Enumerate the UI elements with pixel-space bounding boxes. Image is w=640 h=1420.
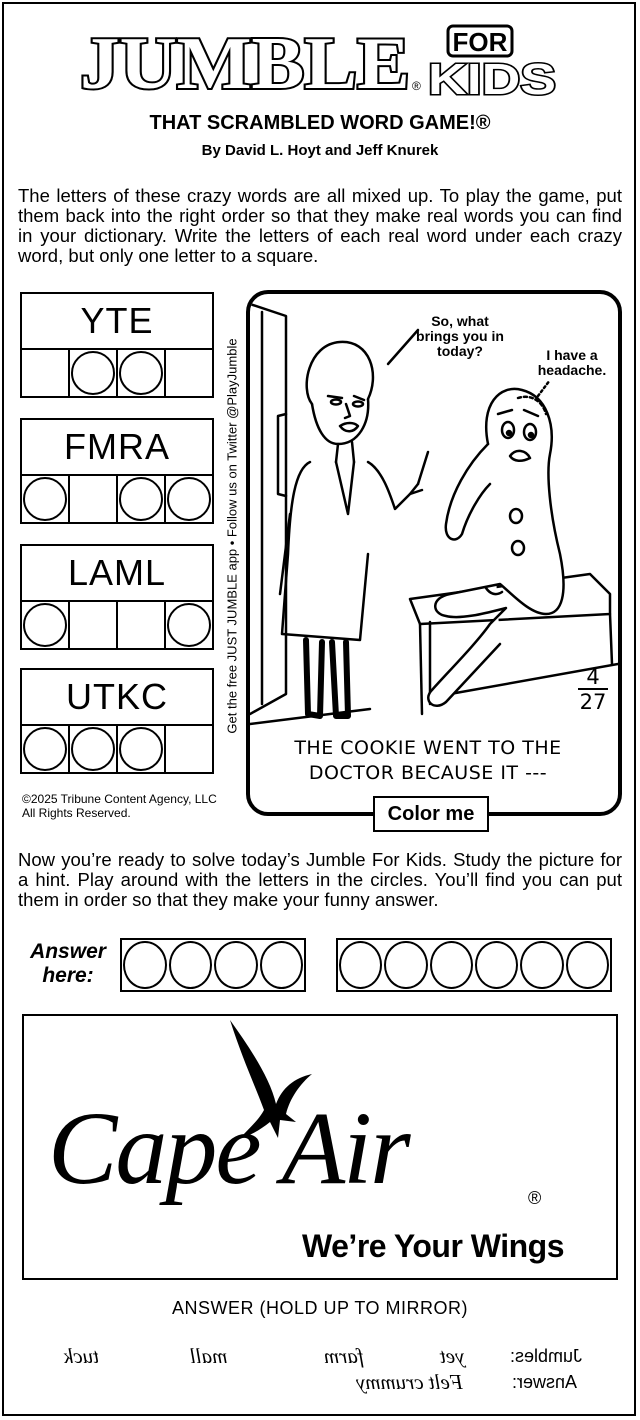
answer-label: Answer here: xyxy=(22,940,114,988)
mirror-jumble-answer-1: yet xyxy=(440,1344,465,1368)
mirror-final-answer: Felt crummy xyxy=(356,1370,463,1394)
mirror-jumble-answer-2: farm xyxy=(324,1344,364,1368)
answer-letter-circle[interactable] xyxy=(259,940,305,990)
cookie-speech-line: headache. xyxy=(537,362,607,378)
circled-letter-square[interactable] xyxy=(22,602,68,648)
answer-letter-circle[interactable] xyxy=(429,940,474,990)
answer-label-line-1: Answer xyxy=(30,940,106,963)
answer-letter-circle[interactable] xyxy=(519,940,564,990)
copyright-line-2: All Rights Reserved. xyxy=(22,806,131,820)
side-credit-text: Get the free JUST JUMBLE app • Follow us… xyxy=(224,338,240,734)
scrambled-word-3: LAML xyxy=(20,544,214,602)
logo-jumble-text: JUMBLE xyxy=(80,23,410,100)
letter-square[interactable] xyxy=(164,350,212,396)
doctor-speech-line: today? xyxy=(437,343,483,359)
instructions-text: The letters of these crazy words are all… xyxy=(18,185,622,266)
doctor-speech-line: brings you in xyxy=(416,328,504,344)
mirror-answer-label: Answer: xyxy=(512,1372,578,1392)
answer-row-word-3 xyxy=(20,602,214,650)
ad-slogan: We’re Your Wings xyxy=(302,1228,564,1264)
copyright-line-1: ©2025 Tribune Content Agency, LLC xyxy=(22,792,217,806)
date-month: 4 xyxy=(578,666,608,690)
mirror-answer-title: ANSWER (HOLD UP TO MIRROR) xyxy=(171,1298,469,1318)
letter-square[interactable] xyxy=(116,602,164,648)
seagull-icon xyxy=(230,1020,312,1138)
answer-letter-circle[interactable] xyxy=(338,940,383,990)
ad-reg-mark: ® xyxy=(528,1188,542,1208)
ad-brand: Cape Air xyxy=(48,1091,411,1206)
date-day: 27 xyxy=(579,690,607,714)
circled-letter-square[interactable] xyxy=(22,476,68,522)
scrambled-word-2: FMRA xyxy=(20,418,214,476)
mirror-jumble-answer-3: mall xyxy=(190,1344,228,1368)
circled-letter-square[interactable] xyxy=(116,476,164,522)
mirror-jumble-answer-4: tuck xyxy=(64,1344,99,1368)
letter-square[interactable] xyxy=(164,726,212,772)
letter-square[interactable] xyxy=(22,350,68,396)
circled-letter-square[interactable] xyxy=(116,350,164,396)
answer-letter-circle[interactable] xyxy=(122,940,168,990)
byline: By David L. Hoyt and Jeff Knurek xyxy=(201,142,439,159)
jumble-for-kids-logo: JUMBLE ® FOR KIDS xyxy=(78,22,558,100)
answer-letter-circle[interactable] xyxy=(383,940,428,990)
color-me-label: Color me xyxy=(373,796,489,832)
scrambled-word-4: UTKC xyxy=(20,668,214,726)
mirror-jumbles-label: Jumbles: xyxy=(510,1346,583,1366)
answer-word-1 xyxy=(120,938,306,992)
caption-line-2: DOCTOR BECAUSE IT --- xyxy=(308,762,548,784)
logo-kids-text: KIDS xyxy=(428,55,556,100)
answer-letter-circle[interactable] xyxy=(565,940,610,990)
cookie-speech-line: I have a xyxy=(546,347,598,363)
letter-square[interactable] xyxy=(68,476,116,522)
scrambled-word-1: YTE xyxy=(20,292,214,350)
circled-letter-square[interactable] xyxy=(68,350,116,396)
answer-row-word-4 xyxy=(20,726,214,774)
answer-label-line-2: here: xyxy=(42,964,94,987)
copyright: ©2025 Tribune Content Agency, LLC All Ri… xyxy=(22,792,217,820)
answer-word-2 xyxy=(336,938,612,992)
circled-letter-square[interactable] xyxy=(22,726,68,772)
answer-letter-circle[interactable] xyxy=(474,940,519,990)
answer-letter-circle[interactable] xyxy=(213,940,259,990)
doctor-speech-line: So, what xyxy=(431,313,489,329)
doctor-speech: So, what brings you in today? xyxy=(400,314,520,359)
answer-row-word-2 xyxy=(20,476,214,524)
logo-reg-mark: ® xyxy=(412,79,421,93)
circled-letter-square[interactable] xyxy=(164,602,212,648)
logo-for-text: FOR xyxy=(453,27,508,57)
letter-square[interactable] xyxy=(68,602,116,648)
solve-instructions: Now you’re ready to solve today’s Jumble… xyxy=(18,849,622,910)
circled-letter-square[interactable] xyxy=(164,476,212,522)
answer-letter-circle[interactable] xyxy=(168,940,214,990)
cartoon-drawing xyxy=(250,302,618,726)
caption-line-1: THE COOKIE WENT TO THE xyxy=(294,737,562,759)
tagline: THAT SCRAMBLED WORD GAME!® xyxy=(149,112,491,134)
cartoon-date: 4 27 xyxy=(578,666,608,714)
answer-row-word-1 xyxy=(20,350,214,398)
cartoon-caption: THE COOKIE WENT TO THE DOCTOR BECAUSE IT… xyxy=(258,736,598,786)
circled-letter-square[interactable] xyxy=(68,726,116,772)
side-credit: Get the free JUST JUMBLE app • Follow us… xyxy=(223,292,241,780)
cookie-speech: I have a headache. xyxy=(522,347,618,378)
circled-letter-square[interactable] xyxy=(116,726,164,772)
cape-air-ad[interactable] xyxy=(22,1014,618,1280)
